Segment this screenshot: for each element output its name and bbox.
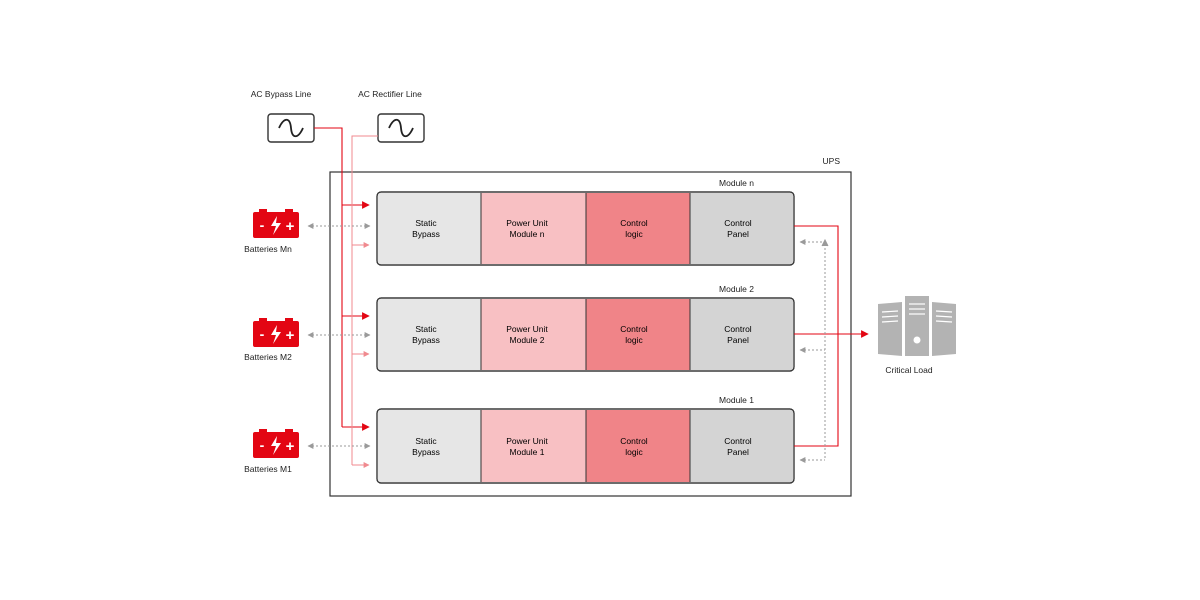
batteries-m1-label: Batteries M1 <box>244 464 292 474</box>
cell-text: Bypass <box>412 447 440 457</box>
battery-m2: - + <box>253 318 299 347</box>
static-bypass-cell <box>378 410 481 482</box>
server-icon <box>878 296 956 356</box>
output-line <box>794 225 869 447</box>
bypass-line <box>314 127 370 431</box>
power-unit-cell <box>481 193 586 264</box>
panel-links <box>799 238 829 463</box>
cell-text: Static <box>415 436 437 446</box>
sine-wave-icon <box>388 118 414 138</box>
module-1-label: Module 1 <box>719 395 754 405</box>
batteries-m2-label: Batteries M2 <box>244 352 292 362</box>
module-n-label: Module n <box>719 178 754 188</box>
power-unit-cell <box>481 410 586 482</box>
cell-text: Panel <box>727 229 749 239</box>
cell-text: Static <box>415 324 437 334</box>
cell-text: Control <box>620 436 648 446</box>
control-logic-cell <box>586 193 690 264</box>
svg-text:-: - <box>260 326 265 342</box>
cell-text: Control <box>620 218 648 228</box>
control-logic-cell <box>586 410 690 482</box>
svg-text:-: - <box>260 437 265 453</box>
battery-icon: - + <box>253 209 299 238</box>
svg-text:+: + <box>286 438 295 455</box>
control-panel-cell <box>690 193 793 264</box>
module-n: Module n Static Bypass Power Unit Module… <box>376 178 795 266</box>
svg-text:+: + <box>286 327 295 344</box>
cell-text: logic <box>625 229 643 239</box>
cell-text: Bypass <box>412 335 440 345</box>
control-panel-cell <box>690 410 793 482</box>
cell-text: logic <box>625 335 643 345</box>
control-logic-cell <box>586 299 690 370</box>
static-bypass-cell <box>378 193 481 264</box>
cell-text: Power Unit <box>506 436 548 446</box>
ac-rectifier-source <box>377 113 425 143</box>
cell-text: Control <box>724 218 752 228</box>
cell-text: Module 1 <box>510 447 545 457</box>
power-unit-cell <box>481 299 586 370</box>
cell-text: Module n <box>510 229 545 239</box>
battery-links <box>307 223 371 449</box>
cell-text: Power Unit <box>506 324 548 334</box>
ac-bypass-source <box>267 113 315 143</box>
cell-text: Power Unit <box>506 218 548 228</box>
battery-icon: - + <box>253 429 299 458</box>
sine-wave-icon <box>278 118 304 138</box>
cell-text: Bypass <box>412 229 440 239</box>
cell-text: Control <box>620 324 648 334</box>
battery-icon: - + <box>253 318 299 347</box>
ac-bypass-line-label: AC Bypass Line <box>251 89 312 99</box>
ups-label: UPS <box>823 156 841 166</box>
module-2-label: Module 2 <box>719 284 754 294</box>
svg-text:-: - <box>260 217 265 233</box>
battery-mn: - + <box>253 209 299 238</box>
cell-text: Panel <box>727 335 749 345</box>
critical-load-label: Critical Load <box>885 365 933 375</box>
svg-text:+: + <box>286 218 295 235</box>
static-bypass-cell <box>378 299 481 370</box>
cell-text: Panel <box>727 447 749 457</box>
ac-rectifier-line-label: AC Rectifier Line <box>358 89 422 99</box>
cell-text: Module 2 <box>510 335 545 345</box>
battery-m1: - + <box>253 429 299 458</box>
rectifier-line <box>351 135 378 468</box>
cell-text: Static <box>415 218 437 228</box>
module-2: Module 2 Static Bypass Power Unit Module… <box>376 284 795 372</box>
cell-text: Control <box>724 324 752 334</box>
cell-text: Control <box>724 436 752 446</box>
control-panel-cell <box>690 299 793 370</box>
module-1: Module 1 Static Bypass Power Unit Module… <box>376 395 795 484</box>
batteries-mn-label: Batteries Mn <box>244 244 292 254</box>
cell-text: logic <box>625 447 643 457</box>
